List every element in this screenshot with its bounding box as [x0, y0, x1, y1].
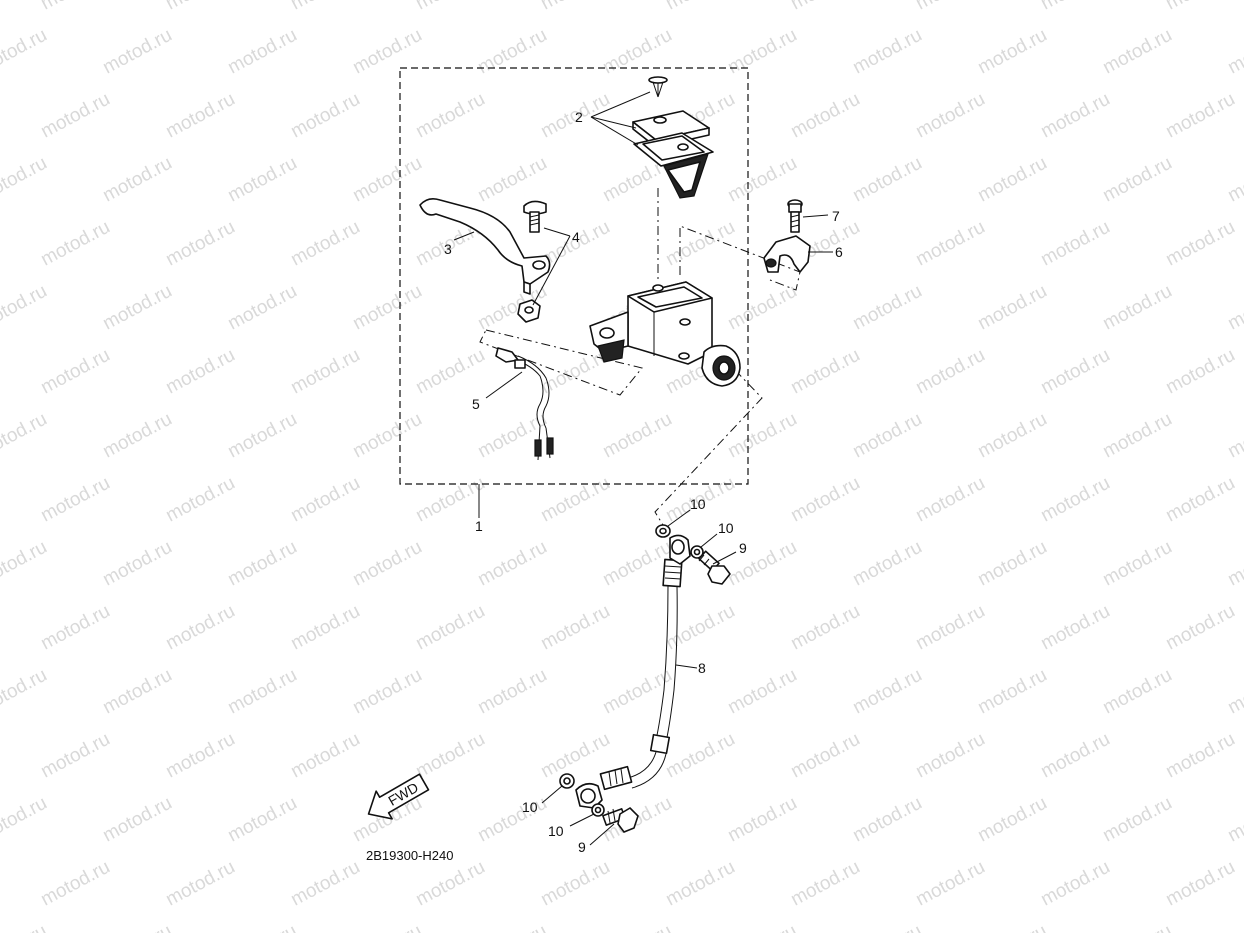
callout-10: 10 [522, 799, 538, 815]
clamp-bolt-part-7 [787, 199, 803, 233]
callout-9: 9 [578, 839, 586, 855]
copper-washer-part-10 [591, 803, 605, 817]
callout-10: 10 [548, 823, 564, 839]
diagram-code: 2B19300-H240 [366, 848, 453, 863]
callout-10: 10 [690, 496, 706, 512]
leader-line-10 [700, 533, 718, 548]
leader-line-3 [453, 231, 475, 241]
assembly-boundary-box [399, 67, 749, 485]
leader-line-10 [541, 785, 563, 804]
handlebar-clamp-part-6 [763, 235, 811, 273]
leader-line-2 [590, 116, 637, 129]
callout-7: 7 [832, 208, 840, 224]
alignment-line [679, 225, 801, 291]
callout-6: 6 [835, 244, 843, 260]
callout-3: 3 [444, 241, 452, 257]
union-bolt-part-9 [602, 807, 639, 833]
leader-line-4 [543, 227, 571, 237]
lower-banjo-fitting [575, 782, 603, 809]
leader-line-4 [532, 235, 571, 306]
union-bolt-part-9 [698, 550, 731, 585]
leader-line-2 [590, 116, 639, 146]
leader-line-2 [590, 91, 651, 118]
brake-hose-part-8 [599, 558, 683, 791]
callout-8: 8 [698, 660, 706, 676]
callout-2: 2 [575, 109, 583, 125]
callout-10: 10 [718, 520, 734, 536]
pivot-bolt-part-4 [517, 200, 547, 323]
callout-1: 1 [475, 518, 483, 534]
leader-line-7 [802, 214, 829, 218]
leader-line-5 [485, 371, 523, 399]
leader-line-8 [675, 664, 698, 669]
leader-line-9 [589, 823, 615, 846]
master-cylinder-body [589, 281, 741, 387]
copper-washer-part-10 [690, 545, 704, 559]
forward-direction-arrow: FWD [367, 773, 430, 820]
leader-line-10 [667, 509, 691, 527]
leader-line-9 [712, 551, 737, 565]
callout-5: 5 [472, 396, 480, 412]
upper-banjo-fitting [669, 534, 691, 565]
alignment-line [654, 369, 763, 534]
brake-switch-part-5 [495, 347, 554, 461]
copper-washer-part-10 [655, 524, 671, 538]
alignment-line [479, 329, 643, 396]
leader-line-10 [569, 813, 595, 827]
callout-4: 4 [572, 229, 580, 245]
copper-washer-part-10 [559, 773, 575, 789]
callout-9: 9 [739, 540, 747, 556]
reservoir-cap-part-2 [632, 76, 714, 199]
brake-lever-part-3 [419, 198, 551, 295]
